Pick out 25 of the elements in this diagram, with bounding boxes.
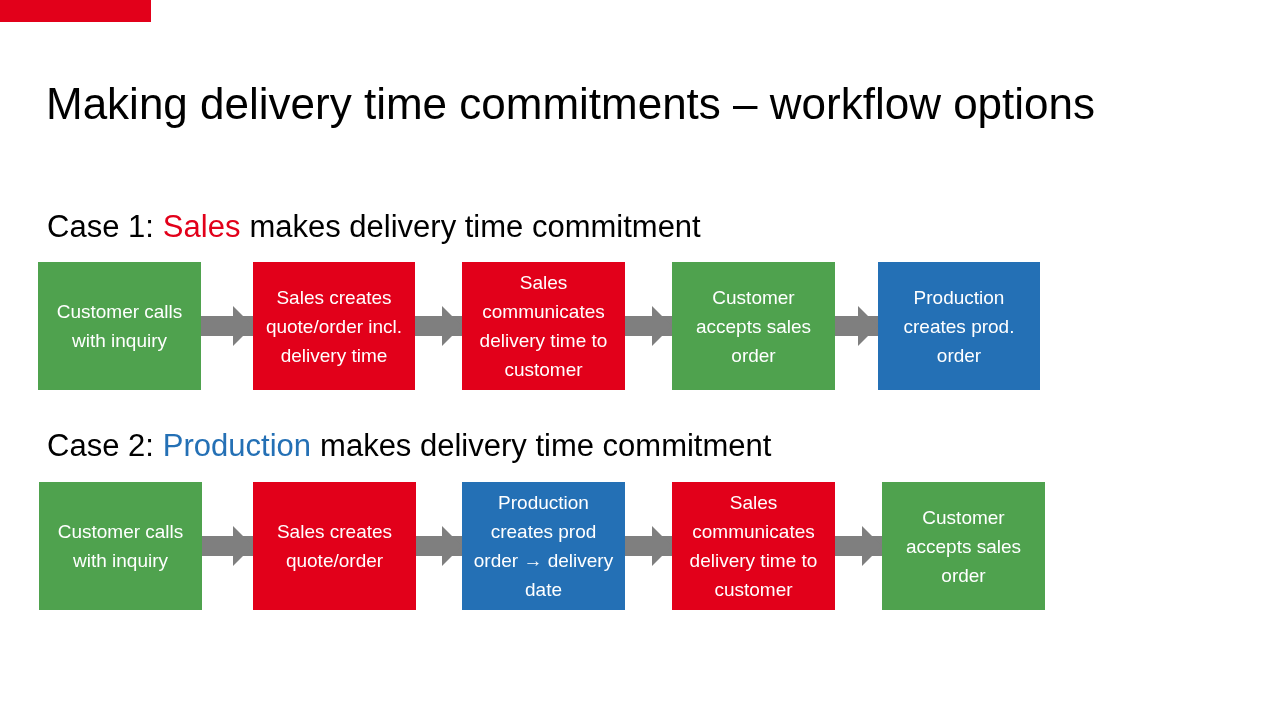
block-arrow	[835, 526, 882, 566]
process-box: Production creates prod. order	[878, 262, 1040, 390]
process-box: Sales communicates delivery time to customer	[462, 262, 625, 390]
block-arrow	[625, 526, 672, 566]
case-heading: Case 1:	[47, 208, 154, 246]
block-arrow	[416, 526, 462, 566]
highlighted-word: Sales	[162, 208, 241, 246]
case-heading: Case 2:	[47, 427, 154, 465]
block-arrow	[835, 306, 878, 346]
process-box: Customer accepts sales order	[672, 262, 835, 390]
process-box: Sales communicates delivery time to customer	[672, 482, 835, 610]
process-box: Customer calls with inquiry	[38, 262, 201, 390]
process-box: Sales creates quote/order incl. delivery time	[253, 262, 415, 390]
block-arrow	[202, 526, 253, 566]
block-arrow	[625, 306, 672, 346]
highlighted-word: Production	[162, 427, 312, 465]
process-box: Customer calls with inquiry	[39, 482, 202, 610]
block-arrow	[415, 306, 462, 346]
slide-title: Making delivery time commitments – workflow options	[46, 78, 1096, 130]
case-heading: makes delivery time commitment	[320, 427, 772, 465]
process-box: Production creates prod order → delivery date	[462, 482, 625, 610]
process-box: Sales creates quote/order	[253, 482, 416, 610]
block-arrow	[201, 306, 253, 346]
case-heading: makes delivery time commitment	[249, 208, 701, 246]
process-box: Customer accepts sales order	[882, 482, 1045, 610]
